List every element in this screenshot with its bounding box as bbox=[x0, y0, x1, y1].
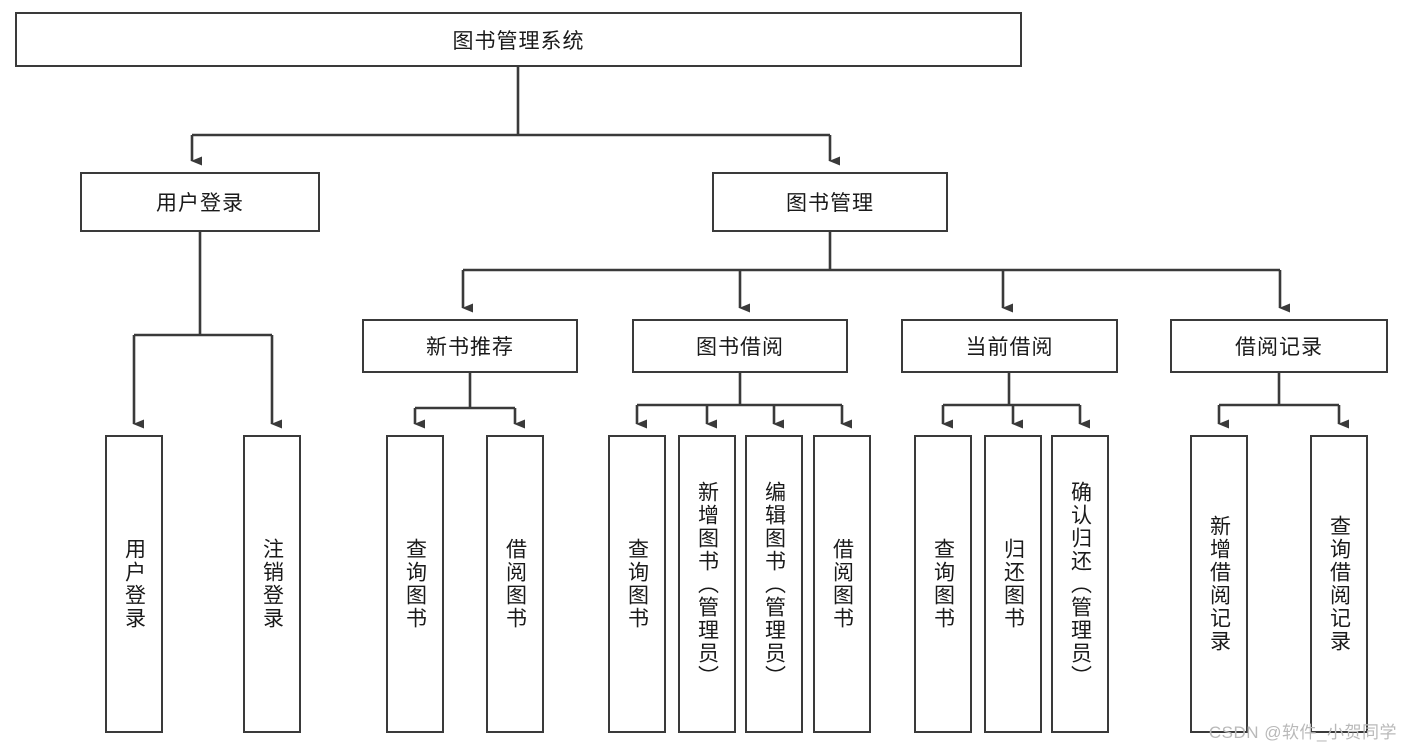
node-label: 查询图书 bbox=[403, 538, 427, 630]
node-user-login-leaf[interactable]: 用户登录 bbox=[105, 435, 163, 733]
node-title-system[interactable]: 图书管理系统 bbox=[15, 12, 1022, 67]
node-label: 查询图书 bbox=[625, 538, 649, 630]
node-label: 编辑图书（管理员） bbox=[762, 480, 786, 688]
node-label: 当前借阅 bbox=[965, 336, 1054, 359]
node-label: 借阅记录 bbox=[1235, 336, 1323, 359]
node-query-book-borrow[interactable]: 查询图书 bbox=[608, 435, 666, 733]
node-label: 图书管理系统 bbox=[452, 29, 585, 53]
node-return-book[interactable]: 归还图书 bbox=[984, 435, 1042, 733]
node-label: 图书借阅 bbox=[696, 336, 784, 359]
node-label: 查询借阅记录 bbox=[1327, 515, 1351, 653]
node-label: 图书管理 bbox=[786, 192, 874, 215]
node-label: 用户登录 bbox=[156, 192, 244, 215]
node-label: 新书推荐 bbox=[426, 336, 514, 359]
node-new-book-recommend[interactable]: 新书推荐 bbox=[362, 319, 578, 373]
node-label: 归还图书 bbox=[1001, 538, 1025, 630]
node-query-book-current[interactable]: 查询图书 bbox=[914, 435, 972, 733]
node-label: 确认归还（管理员） bbox=[1068, 480, 1092, 688]
node-user-login[interactable]: 用户登录 bbox=[80, 172, 320, 232]
node-add-borrow-record[interactable]: 新增借阅记录 bbox=[1190, 435, 1248, 733]
node-book-borrow[interactable]: 图书借阅 bbox=[632, 319, 848, 373]
node-label: 新增图书（管理员） bbox=[695, 480, 719, 688]
node-add-book-admin[interactable]: 新增图书（管理员） bbox=[678, 435, 736, 733]
node-label: 用户登录 bbox=[122, 538, 146, 630]
watermark-text: CSDN @软件_小贺同学 bbox=[1208, 723, 1397, 742]
node-label: 借阅图书 bbox=[830, 538, 854, 630]
node-borrow-record[interactable]: 借阅记录 bbox=[1170, 319, 1388, 373]
node-label: 借阅图书 bbox=[503, 538, 527, 630]
node-confirm-return-admin[interactable]: 确认归还（管理员） bbox=[1051, 435, 1109, 733]
node-edit-book-admin[interactable]: 编辑图书（管理员） bbox=[745, 435, 803, 733]
node-query-book-recommend[interactable]: 查询图书 bbox=[386, 435, 444, 733]
node-borrow-book-action[interactable]: 借阅图书 bbox=[813, 435, 871, 733]
node-query-borrow-record[interactable]: 查询借阅记录 bbox=[1310, 435, 1368, 733]
node-label: 查询图书 bbox=[931, 538, 955, 630]
node-current-borrow[interactable]: 当前借阅 bbox=[901, 319, 1118, 373]
node-label: 新增借阅记录 bbox=[1207, 515, 1231, 653]
node-logout-leaf[interactable]: 注销登录 bbox=[243, 435, 301, 733]
node-label: 注销登录 bbox=[260, 538, 284, 630]
node-book-management[interactable]: 图书管理 bbox=[712, 172, 948, 232]
node-borrow-book-recommend[interactable]: 借阅图书 bbox=[486, 435, 544, 733]
